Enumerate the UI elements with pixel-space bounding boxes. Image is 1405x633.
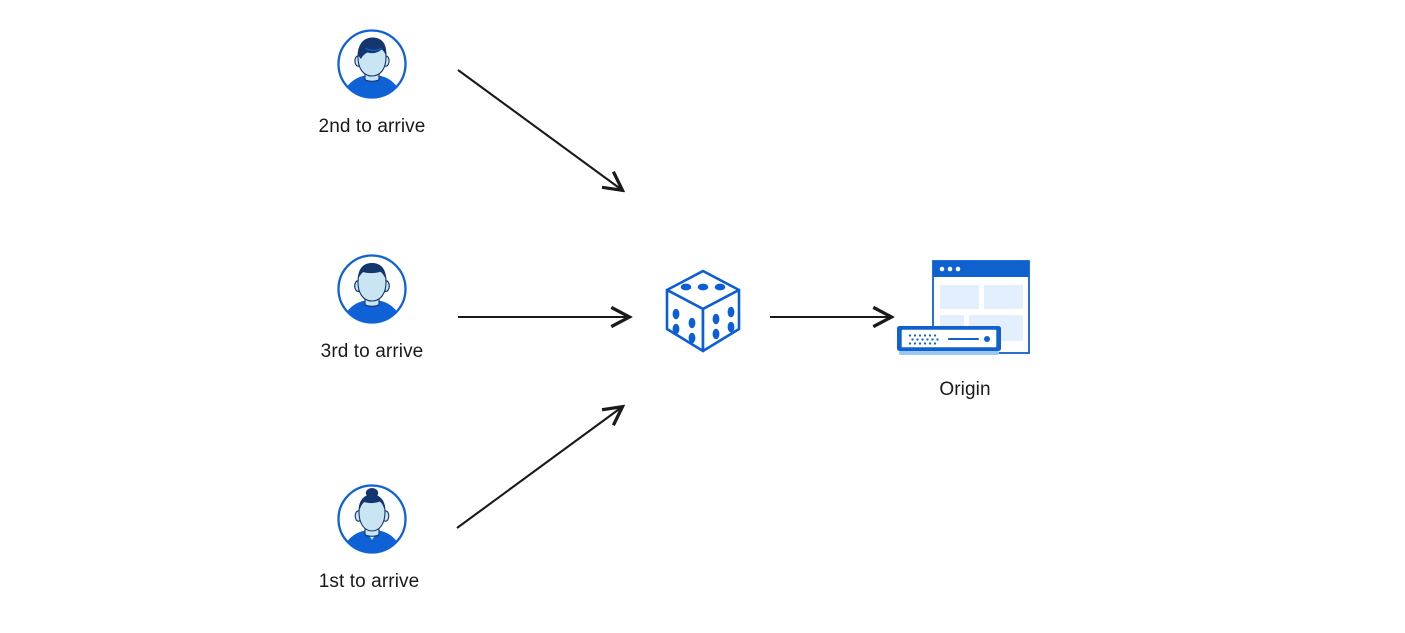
node-origin-server[interactable]: Origin (893, 258, 1038, 400)
node-load-balancer-dice[interactable] (661, 267, 745, 355)
node-visitor-1st[interactable]: 1st to arrive (319, 483, 419, 592)
user-avatar-icon (337, 484, 407, 554)
user-avatar-icon (337, 29, 407, 99)
node-label-visitor-2nd: 2nd to arrive (318, 116, 426, 137)
node-label-visitor-1st: 1st to arrive (318, 571, 420, 592)
node-visitor-3rd[interactable]: 3rd to arrive (321, 253, 423, 362)
origin-server-icon (897, 260, 1030, 355)
router-device (897, 326, 1001, 355)
dice-icon (665, 269, 741, 353)
node-label-origin: Origin (939, 379, 991, 400)
node-label-visitor-3rd: 3rd to arrive (320, 341, 424, 362)
arrow-1st-to-dice (456, 407, 622, 529)
node-visitor-2nd[interactable]: 2nd to arrive (319, 28, 425, 137)
user-avatar-icon (337, 254, 407, 324)
